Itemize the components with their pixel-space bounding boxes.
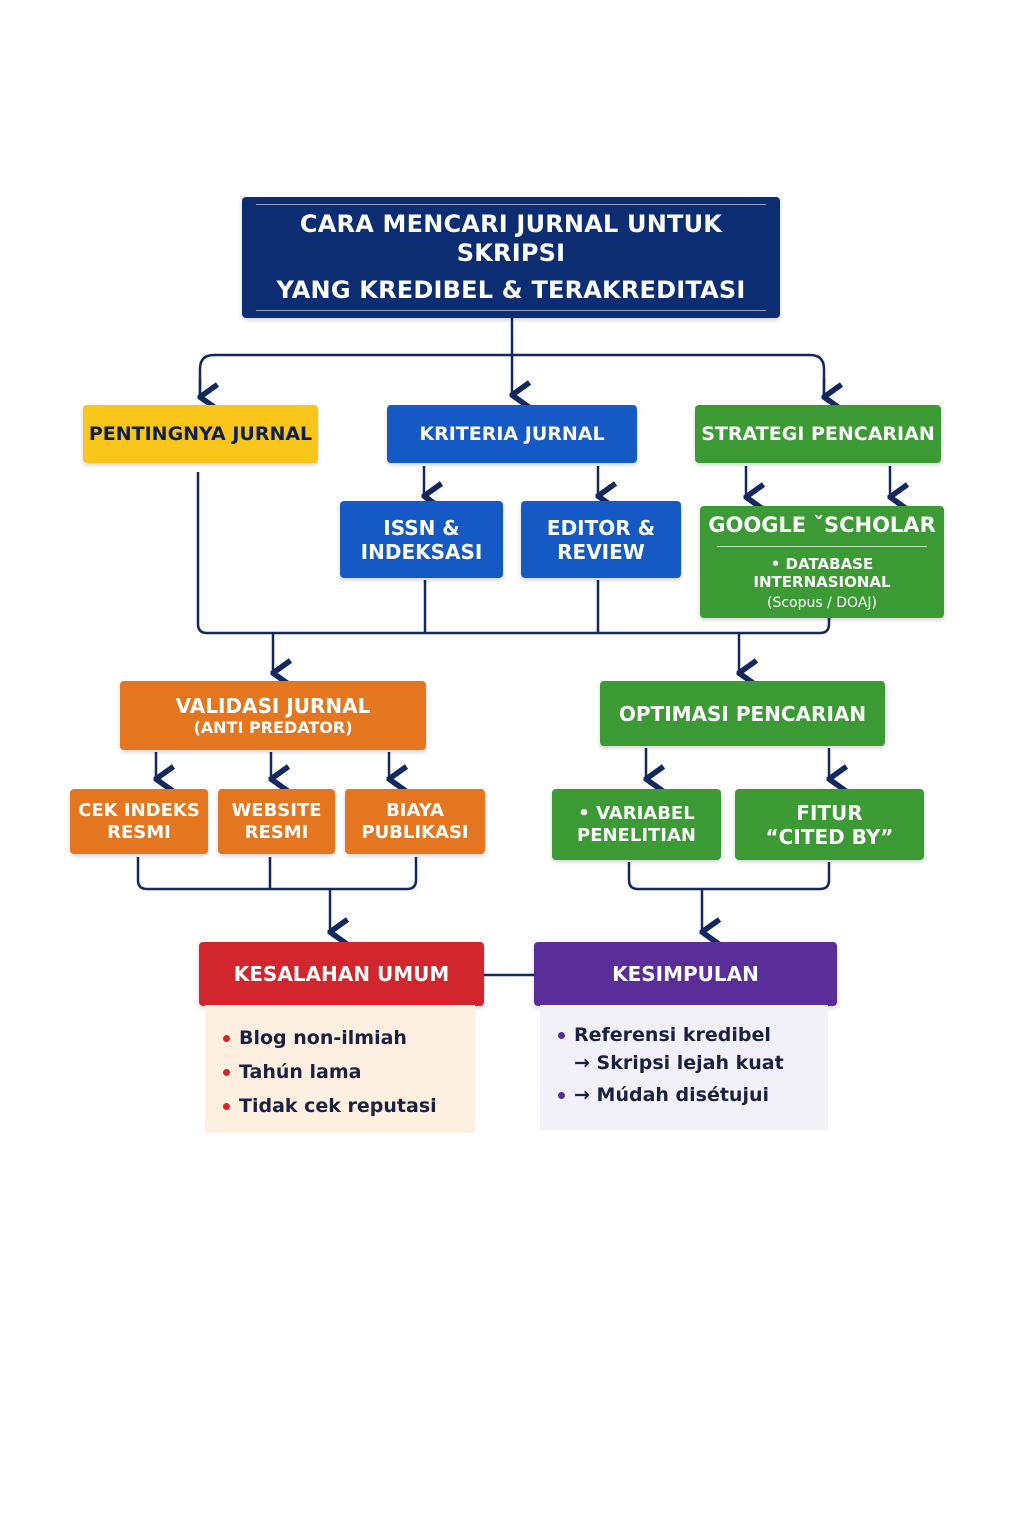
title-line-1: CARA MENCARI JURNAL UNTUK SKRIPSI	[299, 210, 723, 268]
list-item: Blog non-ilmiah	[223, 1021, 457, 1055]
website-line-2: RESMI	[244, 821, 309, 843]
optimasi-pencarian-box: OPTIMASI PENCARIAN	[600, 681, 885, 746]
list-item: → Skripsi lejah kuat	[574, 1052, 784, 1074]
kriteria-jurnal-label: KRITERIA JURNAL	[419, 422, 605, 445]
cek-indeks-line-1: CEK INDEKS	[78, 799, 200, 821]
biaya-publikasi-box: BIAYA PUBLIKASI	[345, 789, 485, 854]
editor-review-box: EDITOR & REVIEW	[521, 501, 681, 578]
kesimpulan-box: KESIMPULAN	[534, 942, 837, 1006]
database-sub-label: (Scopus / DOAJ)	[766, 594, 877, 611]
title-line-2: YANG KREDIBEL & TERAKREDITASI	[276, 275, 746, 304]
kesimpulan-list: Referensi kredibel → Skripsi lejah kuat …	[540, 1005, 828, 1130]
variabel-penelitian-box: • VARIABEL PENELITIAN	[552, 789, 721, 860]
list-item: Tahún lama	[223, 1055, 457, 1089]
fitur-line-2: “CITED BY”	[765, 824, 894, 849]
kriteria-jurnal-box: KRITERIA JURNAL	[387, 405, 637, 463]
editor-line-2: REVIEW	[557, 539, 645, 564]
list-item: → Múdah disétujui	[558, 1077, 810, 1113]
bullet-icon	[223, 1102, 230, 1110]
pentingnya-jurnal-label: PENTINGNYA JURNAL	[88, 422, 313, 445]
editor-line-1: EDITOR &	[546, 515, 656, 540]
bullet-icon	[223, 1034, 230, 1042]
google-scholar-label: GOOGLE ˇSCHOLAR	[708, 512, 936, 537]
kesimpulan-title: KESIMPULAN	[612, 962, 759, 986]
validasi-jurnal-title: VALIDASI JURNAL	[175, 693, 371, 718]
biaya-line-2: PUBLIKASI	[361, 821, 469, 843]
issn-line-2: INDEKSASI	[360, 539, 483, 564]
list-item: Referensi kredibel	[558, 1021, 810, 1049]
issn-indeksasi-box: ISSN & INDEKSASI	[340, 501, 503, 578]
website-line-1: WEBSITE	[231, 799, 322, 821]
biaya-line-1: BIAYA	[386, 799, 444, 821]
validasi-jurnal-subtitle: (ANTI PREDATOR)	[193, 717, 353, 737]
variabel-line-1: • VARIABEL	[578, 802, 695, 824]
database-internasional-label: • DATABASE INTERNASIONAL	[753, 554, 891, 591]
google-scholar-divider	[717, 545, 927, 547]
google-scholar-box: GOOGLE ˇSCHOLAR • DATABASE INTERNASIONAL…	[700, 506, 944, 618]
pentingnya-jurnal-box: PENTINGNYA JURNAL	[83, 405, 318, 463]
website-resmi-box: WEBSITE RESMI	[218, 789, 335, 854]
strategi-pencarian-label: STRATEGI PENCARIAN	[701, 422, 935, 445]
bullet-icon	[558, 1031, 565, 1039]
bullet-icon	[558, 1091, 565, 1099]
validasi-jurnal-box: VALIDASI JURNAL (ANTI PREDATOR)	[120, 681, 426, 750]
fitur-cited-by-box: FITUR “CITED BY”	[735, 789, 924, 860]
list-item: Tidak cek reputasi	[223, 1089, 457, 1123]
variabel-line-2: PENELITIAN	[577, 824, 696, 846]
optimasi-pencarian-label: OPTIMASI PENCARIAN	[618, 701, 867, 726]
kesalahan-umum-box: KESALAHAN UMUM	[199, 942, 484, 1006]
bullet-icon	[223, 1068, 230, 1076]
cek-indeks-line-2: RESMI	[107, 821, 171, 843]
strategi-pencarian-box: STRATEGI PENCARIAN	[695, 405, 941, 463]
kesalahan-umum-list: Blog non-ilmiah Tahún lama Tidak cek rep…	[205, 1005, 475, 1133]
kesalahan-umum-title: KESALAHAN UMUM	[233, 962, 450, 986]
title-box: CARA MENCARI JURNAL UNTUK SKRIPSI YANG K…	[242, 197, 780, 318]
cek-indeks-box: CEK INDEKS RESMI	[70, 789, 208, 854]
fitur-line-1: FITUR	[796, 800, 863, 825]
issn-line-1: ISSN &	[383, 515, 460, 540]
